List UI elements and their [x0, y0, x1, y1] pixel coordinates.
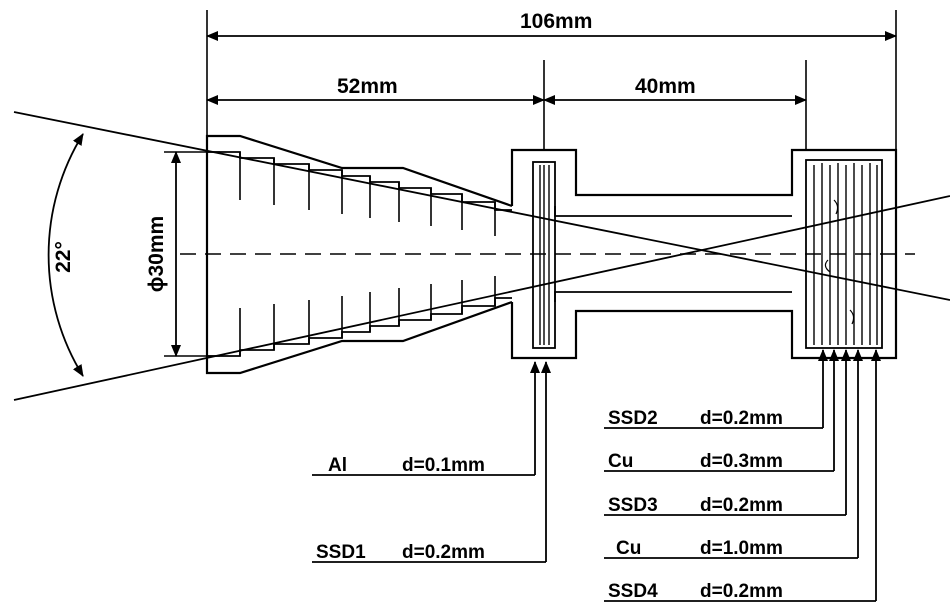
label-al: Al d=0.1mm: [328, 455, 485, 476]
dimension-collimator: 52mm: [206, 60, 545, 150]
label-ssd3-name: SSD3: [608, 495, 658, 516]
collimator-housing: [205, 134, 513, 375]
leader-lines: [312, 349, 881, 602]
label-ssd1: SSD1 d=0.2mm: [316, 542, 485, 563]
label-cu-1-0-name: Cu: [616, 538, 641, 559]
dimension-spacing: 40mm: [543, 60, 807, 150]
angle-annotation: 22°: [47, 133, 84, 377]
dimension-collimator-label: 52mm: [337, 75, 398, 98]
label-al-thickness: d=0.1mm: [402, 455, 485, 476]
label-cu-1-0: Cu d=1.0mm: [616, 538, 783, 559]
dimension-spacing-label: 40mm: [635, 75, 696, 98]
label-ssd3: SSD3 d=0.2mm: [608, 495, 783, 516]
label-ssd1-name: SSD1: [316, 542, 366, 563]
front-detector-block: [510, 148, 898, 360]
diameter-label: ϕ30mm: [145, 216, 168, 292]
dimension-total: 106mm: [206, 10, 897, 150]
label-ssd4: SSD4 d=0.2mm: [608, 581, 783, 602]
label-cu-0-3-name: Cu: [608, 451, 633, 472]
label-ssd2-thickness: d=0.2mm: [700, 408, 783, 429]
field-of-view-lines: [13, 111, 950, 401]
dimension-total-label: 106mm: [520, 10, 592, 33]
label-cu-0-3-thickness: d=0.3mm: [700, 451, 783, 472]
layer-labels: Al d=0.1mm SSD1 d=0.2mm SSD2 d=0.2mm Cu …: [316, 408, 783, 602]
label-ssd3-thickness: d=0.2mm: [700, 495, 783, 516]
label-ssd2-name: SSD2: [608, 408, 658, 429]
label-al-name: Al: [328, 455, 347, 476]
label-ssd2: SSD2 d=0.2mm: [608, 408, 783, 429]
label-cu-0-3: Cu d=0.3mm: [608, 451, 783, 472]
label-ssd4-thickness: d=0.2mm: [700, 581, 783, 602]
label-ssd1-thickness: d=0.2mm: [402, 542, 485, 563]
label-cu-1-0-thickness: d=1.0mm: [700, 538, 783, 559]
collimator-baffles: [207, 151, 512, 357]
label-ssd4-name: SSD4: [608, 581, 658, 602]
rear-detector-stack: [805, 159, 883, 349]
angle-label: 22°: [52, 241, 75, 273]
